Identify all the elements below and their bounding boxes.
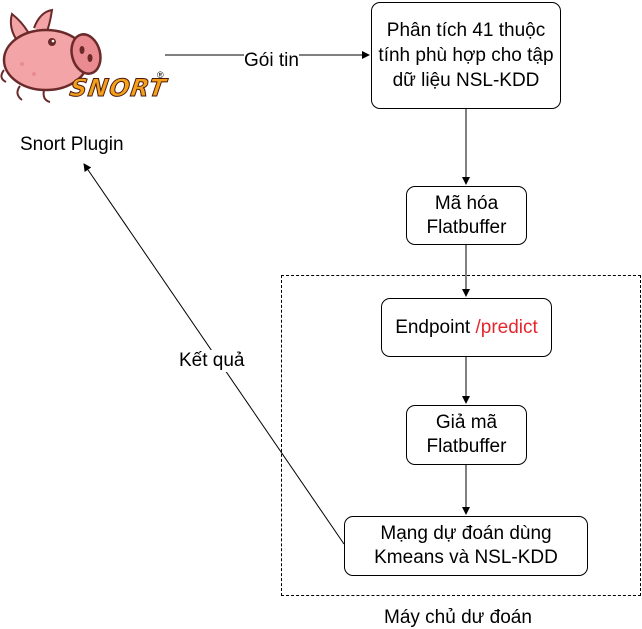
result-label: Kết quả xyxy=(179,350,245,372)
registered-mark: ® xyxy=(157,70,164,80)
snort-plugin-label: Snort Plugin xyxy=(20,134,124,155)
decode-flatbuffer-node: Giả mã Flatbuffer xyxy=(406,405,527,465)
prediction-server-label: Máy chủ dư đoán xyxy=(384,607,532,628)
snort-wordmark: SNORT xyxy=(68,74,169,103)
snort-pig-icon xyxy=(0,8,102,103)
analyze-features-text: Phân tích 41 thuộc tính phù hợp cho tập … xyxy=(378,20,554,91)
analyze-features-node: Phân tích 41 thuộc tính phù hợp cho tập … xyxy=(371,2,561,109)
snort-logo: SNORT ® xyxy=(0,8,170,108)
endpoint-path: /predict xyxy=(475,316,538,338)
packet-label: Gói tin xyxy=(244,50,299,72)
decode-flatbuffer-text: Giả mã Flatbuffer xyxy=(426,412,507,457)
prediction-model-text: Mạng dự đoán dùng Kmeans và NSL-KDD xyxy=(374,523,558,568)
encode-flatbuffer-node: Mã hóa Flatbuffer xyxy=(406,186,527,245)
prediction-model-node: Mạng dự đoán dùng Kmeans và NSL-KDD xyxy=(344,516,588,576)
endpoint-text: Endpoint xyxy=(395,316,476,338)
endpoint-node: Endpoint /predict xyxy=(381,298,552,357)
prediction-server-group xyxy=(281,275,641,596)
encode-flatbuffer-text: Mã hóa Flatbuffer xyxy=(426,192,507,238)
